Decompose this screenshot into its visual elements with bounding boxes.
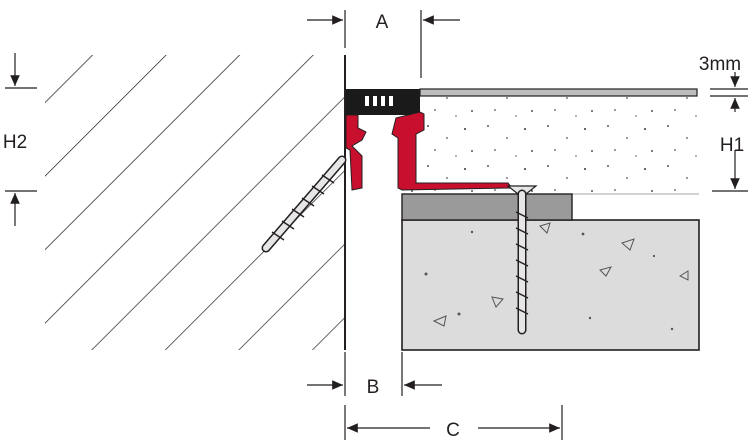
label-c: C — [446, 420, 460, 441]
screed-block — [401, 193, 573, 221]
dimension-h1 — [712, 150, 748, 192]
floor-screw — [506, 185, 538, 335]
label-h1: H1 — [720, 135, 744, 156]
dimension-thickness — [710, 72, 748, 112]
dimension-b — [307, 352, 442, 396]
concrete-slab — [401, 219, 700, 351]
floor-finish — [419, 88, 698, 97]
joint-profile — [345, 89, 514, 191]
dimension-c — [344, 405, 563, 440]
dimension-h2 — [5, 53, 37, 226]
label-h2: H2 — [3, 132, 27, 153]
dimension-a — [307, 10, 460, 78]
wall-screw — [261, 155, 347, 253]
label-thickness: 3mm — [699, 54, 741, 75]
label-b: B — [367, 377, 380, 398]
label-a: A — [376, 12, 389, 33]
left-wall — [45, 55, 346, 350]
tile-bed — [402, 97, 699, 195]
